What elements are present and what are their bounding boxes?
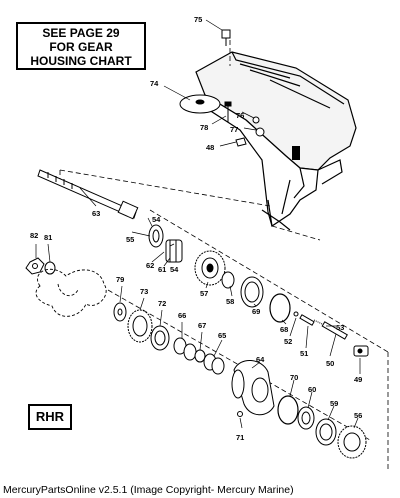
part-nut-56: [337, 425, 367, 459]
callout-73: 73: [140, 287, 148, 296]
part-propeller: [35, 268, 107, 317]
part-bearing-60: [297, 406, 315, 430]
callout-78: 78: [200, 123, 208, 132]
callout-60: 60: [308, 385, 316, 394]
part-pin-71: [237, 411, 243, 417]
callout-54-lower: 54: [170, 265, 179, 274]
part-anode-74: [179, 94, 221, 114]
part-propeller-shaft-63: [37, 169, 139, 220]
part-nut-82: [25, 257, 45, 275]
callout-82: 82: [30, 231, 38, 240]
callout-50: 50: [326, 359, 334, 368]
assembly-guide-lines: [59, 40, 389, 470]
part-thrust-washer-79: [113, 302, 127, 322]
part-washer-81: [44, 261, 56, 275]
callout-74: 74: [150, 79, 159, 88]
leader-lines: [35, 19, 361, 429]
part-clutch-61: [165, 239, 183, 263]
callout-68: 68: [280, 325, 288, 334]
callout-58: 58: [226, 297, 234, 306]
callout-52: 52: [284, 337, 292, 346]
callout-54-upper: 54: [152, 215, 161, 224]
orientation-label: RHR: [28, 404, 72, 430]
see-page-note: SEE PAGE 29 FOR GEAR HOUSING CHART: [16, 22, 146, 70]
callout-79: 79: [116, 275, 124, 284]
callout-56: 56: [354, 411, 362, 420]
callout-48: 48: [206, 143, 214, 152]
part-gear-73: [127, 309, 153, 343]
callout-70: 70: [290, 373, 298, 382]
callout-57: 57: [200, 289, 208, 298]
part-spacer-67: [194, 349, 206, 363]
part-shim-72: [150, 325, 170, 351]
callout-49: 49: [354, 375, 362, 384]
part-shim-68: [269, 293, 291, 323]
callout-77: 77: [230, 125, 238, 134]
part-seal-59: [315, 418, 337, 446]
part-carrier-64: [231, 360, 275, 416]
callout-51: 51: [300, 349, 308, 358]
callout-55: 55: [126, 235, 134, 244]
callout-71: 71: [236, 433, 244, 442]
part-screw-78: [224, 101, 232, 122]
callout-61: 61: [158, 265, 166, 274]
part-fitting-49: [353, 345, 369, 357]
callout-59: 59: [330, 399, 338, 408]
callout-63: 63: [92, 209, 100, 218]
callout-67: 67: [198, 321, 206, 330]
callout-62: 62: [146, 261, 154, 270]
callout-76: 76: [236, 111, 244, 120]
callout-64: 64: [256, 355, 265, 364]
note-line-1: SEE PAGE 29: [42, 26, 120, 40]
part-76-77: [252, 116, 265, 137]
part-bearing-65: [203, 353, 225, 375]
part-bearing-55: [148, 224, 164, 248]
note-line-3: HOUSING CHART: [30, 54, 132, 68]
callout-65: 65: [218, 331, 226, 340]
part-pins-51-52: [293, 311, 327, 327]
copyright-footer: MercuryPartsOnline v2.5.1 (Image Copyrig…: [3, 484, 294, 496]
part-bearing-66: [173, 337, 197, 361]
callout-labels: 75 74 76 78 77 48 63 54 55 62 61 54 82 8…: [30, 15, 362, 442]
part-forward-gear-57: [194, 250, 226, 286]
callout-75: 75: [194, 15, 202, 24]
part-bearing-cup-69: [240, 276, 264, 308]
callout-81: 81: [44, 233, 52, 242]
callout-53: 53: [336, 323, 344, 332]
callout-72: 72: [158, 299, 166, 308]
part-nut-48: [235, 137, 247, 147]
callout-66: 66: [178, 311, 186, 320]
callout-69: 69: [252, 307, 260, 316]
part-bolt-75: [221, 29, 231, 46]
note-line-2: FOR GEAR: [49, 40, 113, 54]
gear-housing: [195, 51, 357, 231]
part-o-ring-70: [277, 395, 299, 425]
part-bearing-58: [221, 271, 235, 289]
